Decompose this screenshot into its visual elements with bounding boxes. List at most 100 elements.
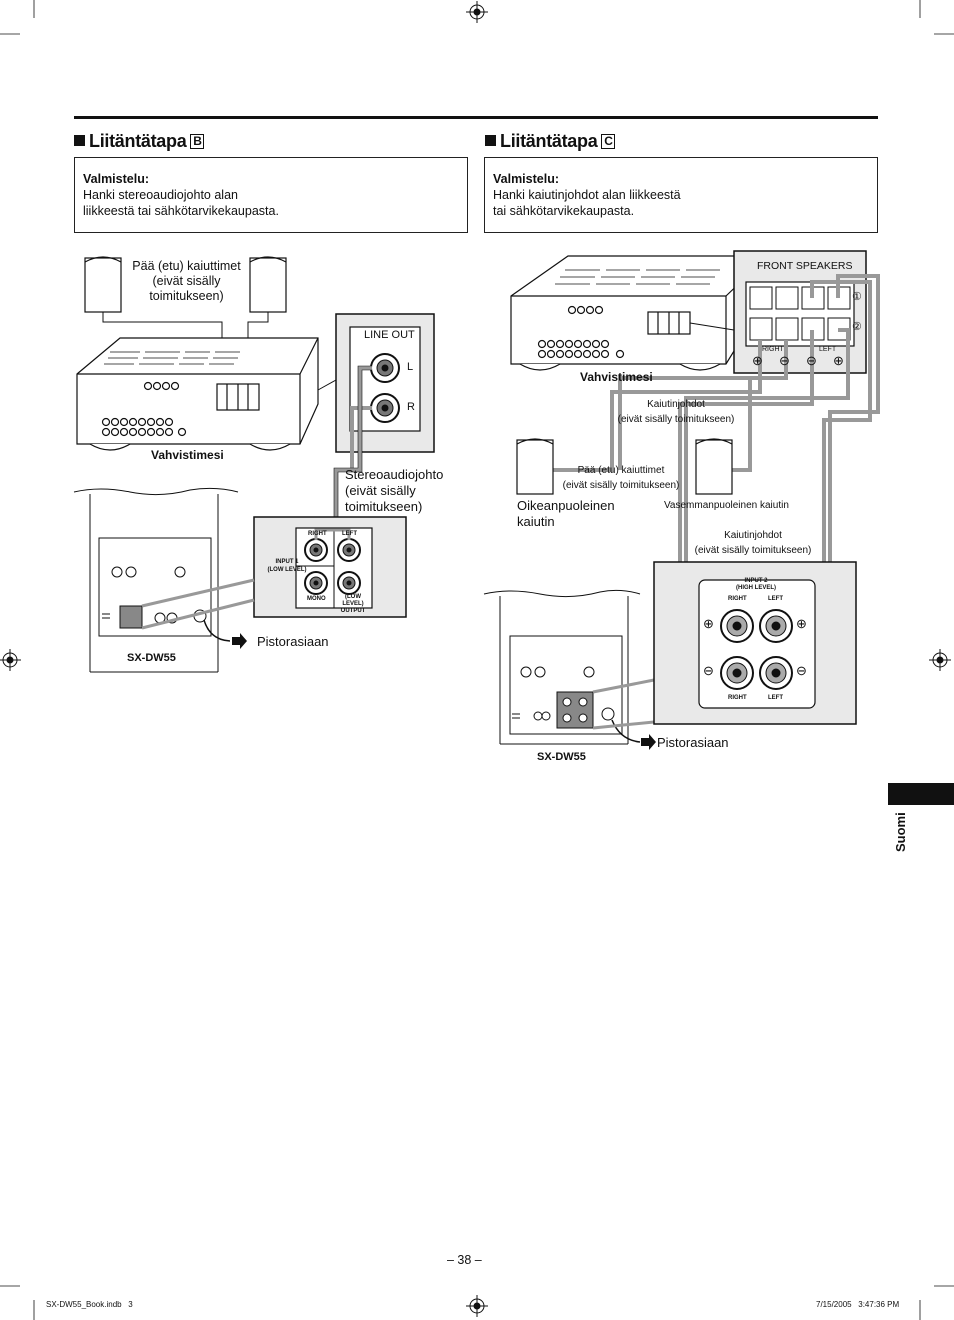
stereo-cable-label: Stereoaudiojohto (eivät sisälly toimituk… xyxy=(345,467,443,515)
terminal-row-1-icon: ① xyxy=(852,291,862,303)
front-speakers-label-b-2: (eivät sisälly xyxy=(152,274,221,288)
input2-minus-icon-1: ⊖ xyxy=(703,663,714,678)
section-b-prep-text-1: Hanki stereoaudiojohto alan xyxy=(83,188,238,202)
input2-right-bottom-label: RIGHT xyxy=(728,695,747,701)
section-b-prep-text-2: liikkeestä tai sähkötarvikekaupasta. xyxy=(83,204,279,218)
front-speakers-terminal-label: FRONT SPEAKERS xyxy=(757,260,853,272)
outlet-label-b: Pistorasiaan xyxy=(257,634,329,649)
front-speakers-label-c: Pää (etu) kaiuttimet (eivät sisälly toim… xyxy=(556,463,686,493)
speaker-wires-label-1a: Kaiutinjohdot xyxy=(647,399,705,410)
output-label-1: (LOW LEVEL) xyxy=(342,594,364,607)
page-number: – 38 – xyxy=(447,1253,482,1267)
input2-minus-icon-2: ⊖ xyxy=(796,663,807,678)
registration-mark-right xyxy=(929,649,951,671)
front-speakers-terminal-detail xyxy=(733,250,867,374)
line-out-r-label: R xyxy=(407,401,415,413)
footer-timestamp: 7/15/2005 3:47:36 PM xyxy=(816,1300,900,1309)
outlet-arrow-c xyxy=(641,734,656,750)
panel-b-left-label: LEFT xyxy=(342,531,357,537)
input1-label: INPUT 1 (LOW LEVEL) xyxy=(262,558,312,574)
model-label-b: SX-DW55 xyxy=(127,652,176,664)
subwoofer-b xyxy=(73,487,239,673)
terminal-minus-icon-1: ⊖ xyxy=(779,353,790,368)
section-b-letter: B xyxy=(190,134,205,149)
input2-right-top-label: RIGHT xyxy=(728,596,747,602)
amplifier-c xyxy=(510,255,769,371)
section-b-prep-title: Valmistelu: xyxy=(83,172,149,186)
section-b-prep-box: Valmistelu: Hanki stereoaudiojohto alan … xyxy=(74,157,468,233)
input1-label-1: INPUT 1 xyxy=(275,559,299,565)
input2-label-2: (HIGH LEVEL) xyxy=(736,585,776,591)
input1-label-2: (LOW LEVEL) xyxy=(267,567,307,573)
speaker-wires-label-2b: (eivät sisälly toimitukseen) xyxy=(694,545,812,556)
front-speakers-label-b: Pää (etu) kaiuttimet (eivät sisälly toim… xyxy=(124,259,249,304)
registration-mark-left xyxy=(0,649,21,671)
footer-file-name: SX-DW55_Book.indb 3 xyxy=(46,1300,133,1309)
input-panel-b xyxy=(253,516,407,618)
front-speakers-label-c-1: Pää (etu) kaiuttimet xyxy=(577,465,665,476)
front-speakers-label-b-3: toimitukseen) xyxy=(149,289,224,303)
input2-plus-icon-2: ⊕ xyxy=(796,616,807,631)
line-out-label: LINE OUT xyxy=(364,329,415,341)
model-label-c: SX-DW55 xyxy=(537,751,586,763)
stereo-cable-label-3: toimitukseen) xyxy=(345,499,423,514)
line-out-leader xyxy=(317,379,337,391)
input2-label: INPUT 2 (HIGH LEVEL) xyxy=(720,578,792,592)
input2-left-top-label: LEFT xyxy=(768,596,783,602)
output-label: (LOW LEVEL) OUTPUT xyxy=(334,594,372,615)
input2-panel xyxy=(653,561,857,725)
section-c-title-text: Liitäntätapa xyxy=(500,131,598,151)
terminal-right-label: RIGHT xyxy=(762,346,784,353)
section-c-prep-text-1: Hanki kaiutinjohdot alan liikkeestä xyxy=(493,188,681,202)
terminal-plus-icon-1: ⊕ xyxy=(752,353,763,368)
registration-mark-top xyxy=(466,1,488,23)
output-label-2: OUTPUT xyxy=(340,608,366,614)
input2-left-bottom-label: LEFT xyxy=(768,695,783,701)
speaker-wires-label-1: Kaiutinjohdot (eivät sisälly toimituksee… xyxy=(600,397,752,427)
stereo-cable-label-2: (eivät sisälly xyxy=(345,483,416,498)
subwoofer-c xyxy=(483,589,641,745)
terminal-row-2-icon: ② xyxy=(852,321,862,333)
section-c-prep-text-2: tai sähkötarvikekaupasta. xyxy=(493,204,635,218)
stereo-cable-label-1: Stereoaudiojohto xyxy=(345,467,444,482)
right-speaker-label-1: Oikeanpuoleinen xyxy=(517,498,615,513)
input2-plus-icon-1: ⊕ xyxy=(703,616,714,631)
section-c-prep-title: Valmistelu: xyxy=(493,172,559,186)
outlet-arrow-b xyxy=(232,633,247,649)
language-tab-bar xyxy=(888,783,954,805)
terminal-minus-icon-2: ⊖ xyxy=(806,353,817,368)
section-c-prep-box: Valmistelu: Hanki kaiutinjohdot alan lii… xyxy=(484,157,878,233)
speaker-wires-label-2: Kaiutinjohdot (eivät sisälly toimituksee… xyxy=(688,528,818,558)
front-speakers-label-b-1: Pää (etu) kaiuttimet xyxy=(132,259,241,273)
amplifier-label-b: Vahvistimesi xyxy=(151,448,224,462)
front-speakers-c xyxy=(516,438,733,495)
bullet-square-icon xyxy=(485,135,496,146)
front-speakers-label-c-2: (eivät sisälly toimitukseen) xyxy=(562,480,680,491)
panel-b-right-label: RIGHT xyxy=(308,531,327,537)
amplifier-label-c: Vahvistimesi xyxy=(580,370,653,384)
speaker-wires-label-2a: Kaiutinjohdot xyxy=(724,530,782,541)
outlet-label-c: Pistorasiaan xyxy=(657,735,729,750)
zoom-lines-b xyxy=(141,578,255,630)
right-speaker-label-2: kaiutin xyxy=(517,514,555,529)
line-out-l-label: L xyxy=(407,361,414,373)
line-out-detail xyxy=(335,313,435,453)
bullet-square-icon xyxy=(74,135,85,146)
section-b-title-text: Liitäntätapa xyxy=(89,131,187,151)
mono-label: MONO xyxy=(307,596,326,602)
input-panel-b-cables xyxy=(314,528,351,540)
input2-label-1: INPUT 2 xyxy=(744,578,768,584)
right-speaker-label: Oikeanpuoleinen kaiutin xyxy=(517,498,615,530)
amplifier-b xyxy=(76,337,319,451)
front-speakers-b xyxy=(84,256,287,313)
zoom-lines-c xyxy=(592,678,655,730)
terminal-plus-icon-2: ⊕ xyxy=(833,353,844,368)
speaker-wires-label-1b: (eivät sisälly toimitukseen) xyxy=(617,414,735,425)
registration-mark-bottom xyxy=(466,1295,488,1317)
section-c-letter: C xyxy=(601,134,616,149)
language-tab-label: Suomi xyxy=(893,812,908,852)
